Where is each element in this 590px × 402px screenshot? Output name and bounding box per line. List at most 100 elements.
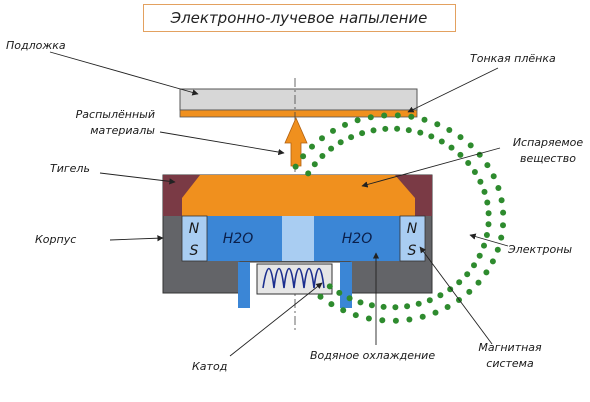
electron-dot <box>477 178 484 185</box>
electron-dot <box>359 130 366 137</box>
electron-dot <box>500 209 507 216</box>
electron-dot <box>417 129 424 136</box>
label-evaporated-2: вещество <box>520 152 576 165</box>
electron-dot <box>467 142 474 149</box>
electron-dot <box>471 262 477 269</box>
electron-dot <box>368 302 375 309</box>
electron-dot <box>326 283 333 290</box>
electron-dot <box>392 304 399 311</box>
electron-dot <box>432 309 439 316</box>
electron-dot <box>311 161 318 168</box>
label-magnetic-2: система <box>486 357 534 370</box>
thin-film <box>179 109 418 118</box>
diagram-title-box <box>143 4 456 32</box>
electron-dot <box>352 312 359 319</box>
electron-dot <box>485 210 492 217</box>
electron-dot <box>438 138 445 145</box>
electron-dot <box>348 134 355 141</box>
electron-dot <box>484 199 491 206</box>
electron-dot <box>428 133 435 140</box>
electron-dot <box>494 246 501 253</box>
label-sprayed-2: материалы <box>90 124 155 137</box>
electron-dot <box>328 301 335 308</box>
electron-dot <box>464 271 471 278</box>
electron-dot <box>456 279 463 286</box>
electron-dot <box>490 173 497 180</box>
evaporated-material <box>182 175 415 216</box>
electron-dot <box>457 151 464 158</box>
electron-dot <box>394 125 401 132</box>
magnet-left-n: N <box>189 221 200 237</box>
pointer-housing <box>109 235 164 242</box>
electron-dot <box>405 127 412 134</box>
label-water-cooling: Водяное охлаждение <box>310 349 435 362</box>
electron-dot <box>379 317 386 324</box>
electron-dot <box>446 127 453 133</box>
electron-dot <box>337 139 344 146</box>
electron-dot <box>406 316 413 323</box>
electron-dot <box>437 292 444 299</box>
water-pipe-left <box>238 262 250 308</box>
electron-dot <box>476 252 483 259</box>
electron-dot <box>419 313 426 320</box>
electron-dot <box>495 185 502 191</box>
pointer-crucible <box>99 172 176 185</box>
label-substrate: Подложка <box>6 39 66 52</box>
h2o-right: H2O <box>342 231 372 247</box>
pointer-thin-film <box>407 67 499 113</box>
electron-dot <box>498 197 505 204</box>
label-sprayed-1: Распылённый <box>76 108 155 121</box>
electron-dot <box>500 222 506 229</box>
electron-dot <box>346 295 353 302</box>
center-channel <box>282 216 314 261</box>
electron-dot <box>317 293 324 300</box>
electron-dot <box>357 299 364 306</box>
electron-dot <box>342 121 348 128</box>
pointer-cathode <box>229 282 323 357</box>
electron-dot <box>370 127 377 134</box>
magnet-left <box>181 215 208 262</box>
electron-dot <box>404 303 411 310</box>
electron-dot <box>392 317 399 324</box>
electron-dot <box>489 258 496 265</box>
electron-beam <box>292 112 507 324</box>
electron-dot <box>498 234 505 241</box>
electron-dot <box>319 135 325 142</box>
label-magnetic-1: Магнитная <box>478 341 542 354</box>
h2o-left: H2O <box>223 231 253 247</box>
magnet-right <box>399 215 426 262</box>
electron-dot <box>481 188 488 195</box>
electron-dot <box>444 304 451 310</box>
electron-dot <box>365 315 372 322</box>
electron-dot <box>309 143 315 150</box>
electron-dot <box>475 279 482 286</box>
electron-dot <box>483 269 490 276</box>
pointer-evaporated <box>361 147 501 188</box>
electron-dot <box>382 125 389 132</box>
pointer-sprayed <box>159 131 285 156</box>
electron-dot <box>465 160 472 166</box>
magnet-left-s: S <box>190 243 199 259</box>
label-housing: Корпус <box>35 233 76 246</box>
electron-dot <box>484 162 491 169</box>
label-cathode: Катод <box>192 360 227 373</box>
electron-dot <box>367 114 374 121</box>
electron-dot <box>305 170 312 177</box>
electron-dot <box>336 289 343 296</box>
label-crucible: Тигель <box>50 162 90 175</box>
diagram-title: Электронно-лучевое напыление <box>170 9 428 27</box>
electron-dot <box>415 300 422 307</box>
electron-dot <box>481 242 487 249</box>
electron-dot <box>380 303 387 310</box>
label-thin-film: Тонкая плёнка <box>470 52 556 65</box>
electron-dot <box>447 286 454 293</box>
electron-dot <box>394 112 401 119</box>
water-channel-left <box>207 216 282 261</box>
pointer-substrate <box>49 51 199 96</box>
label-electrons: Электроны <box>507 243 572 256</box>
electron-dot <box>340 307 347 314</box>
electron-dot <box>466 288 473 295</box>
electron-dot <box>319 153 326 159</box>
electron-dot <box>434 121 441 128</box>
